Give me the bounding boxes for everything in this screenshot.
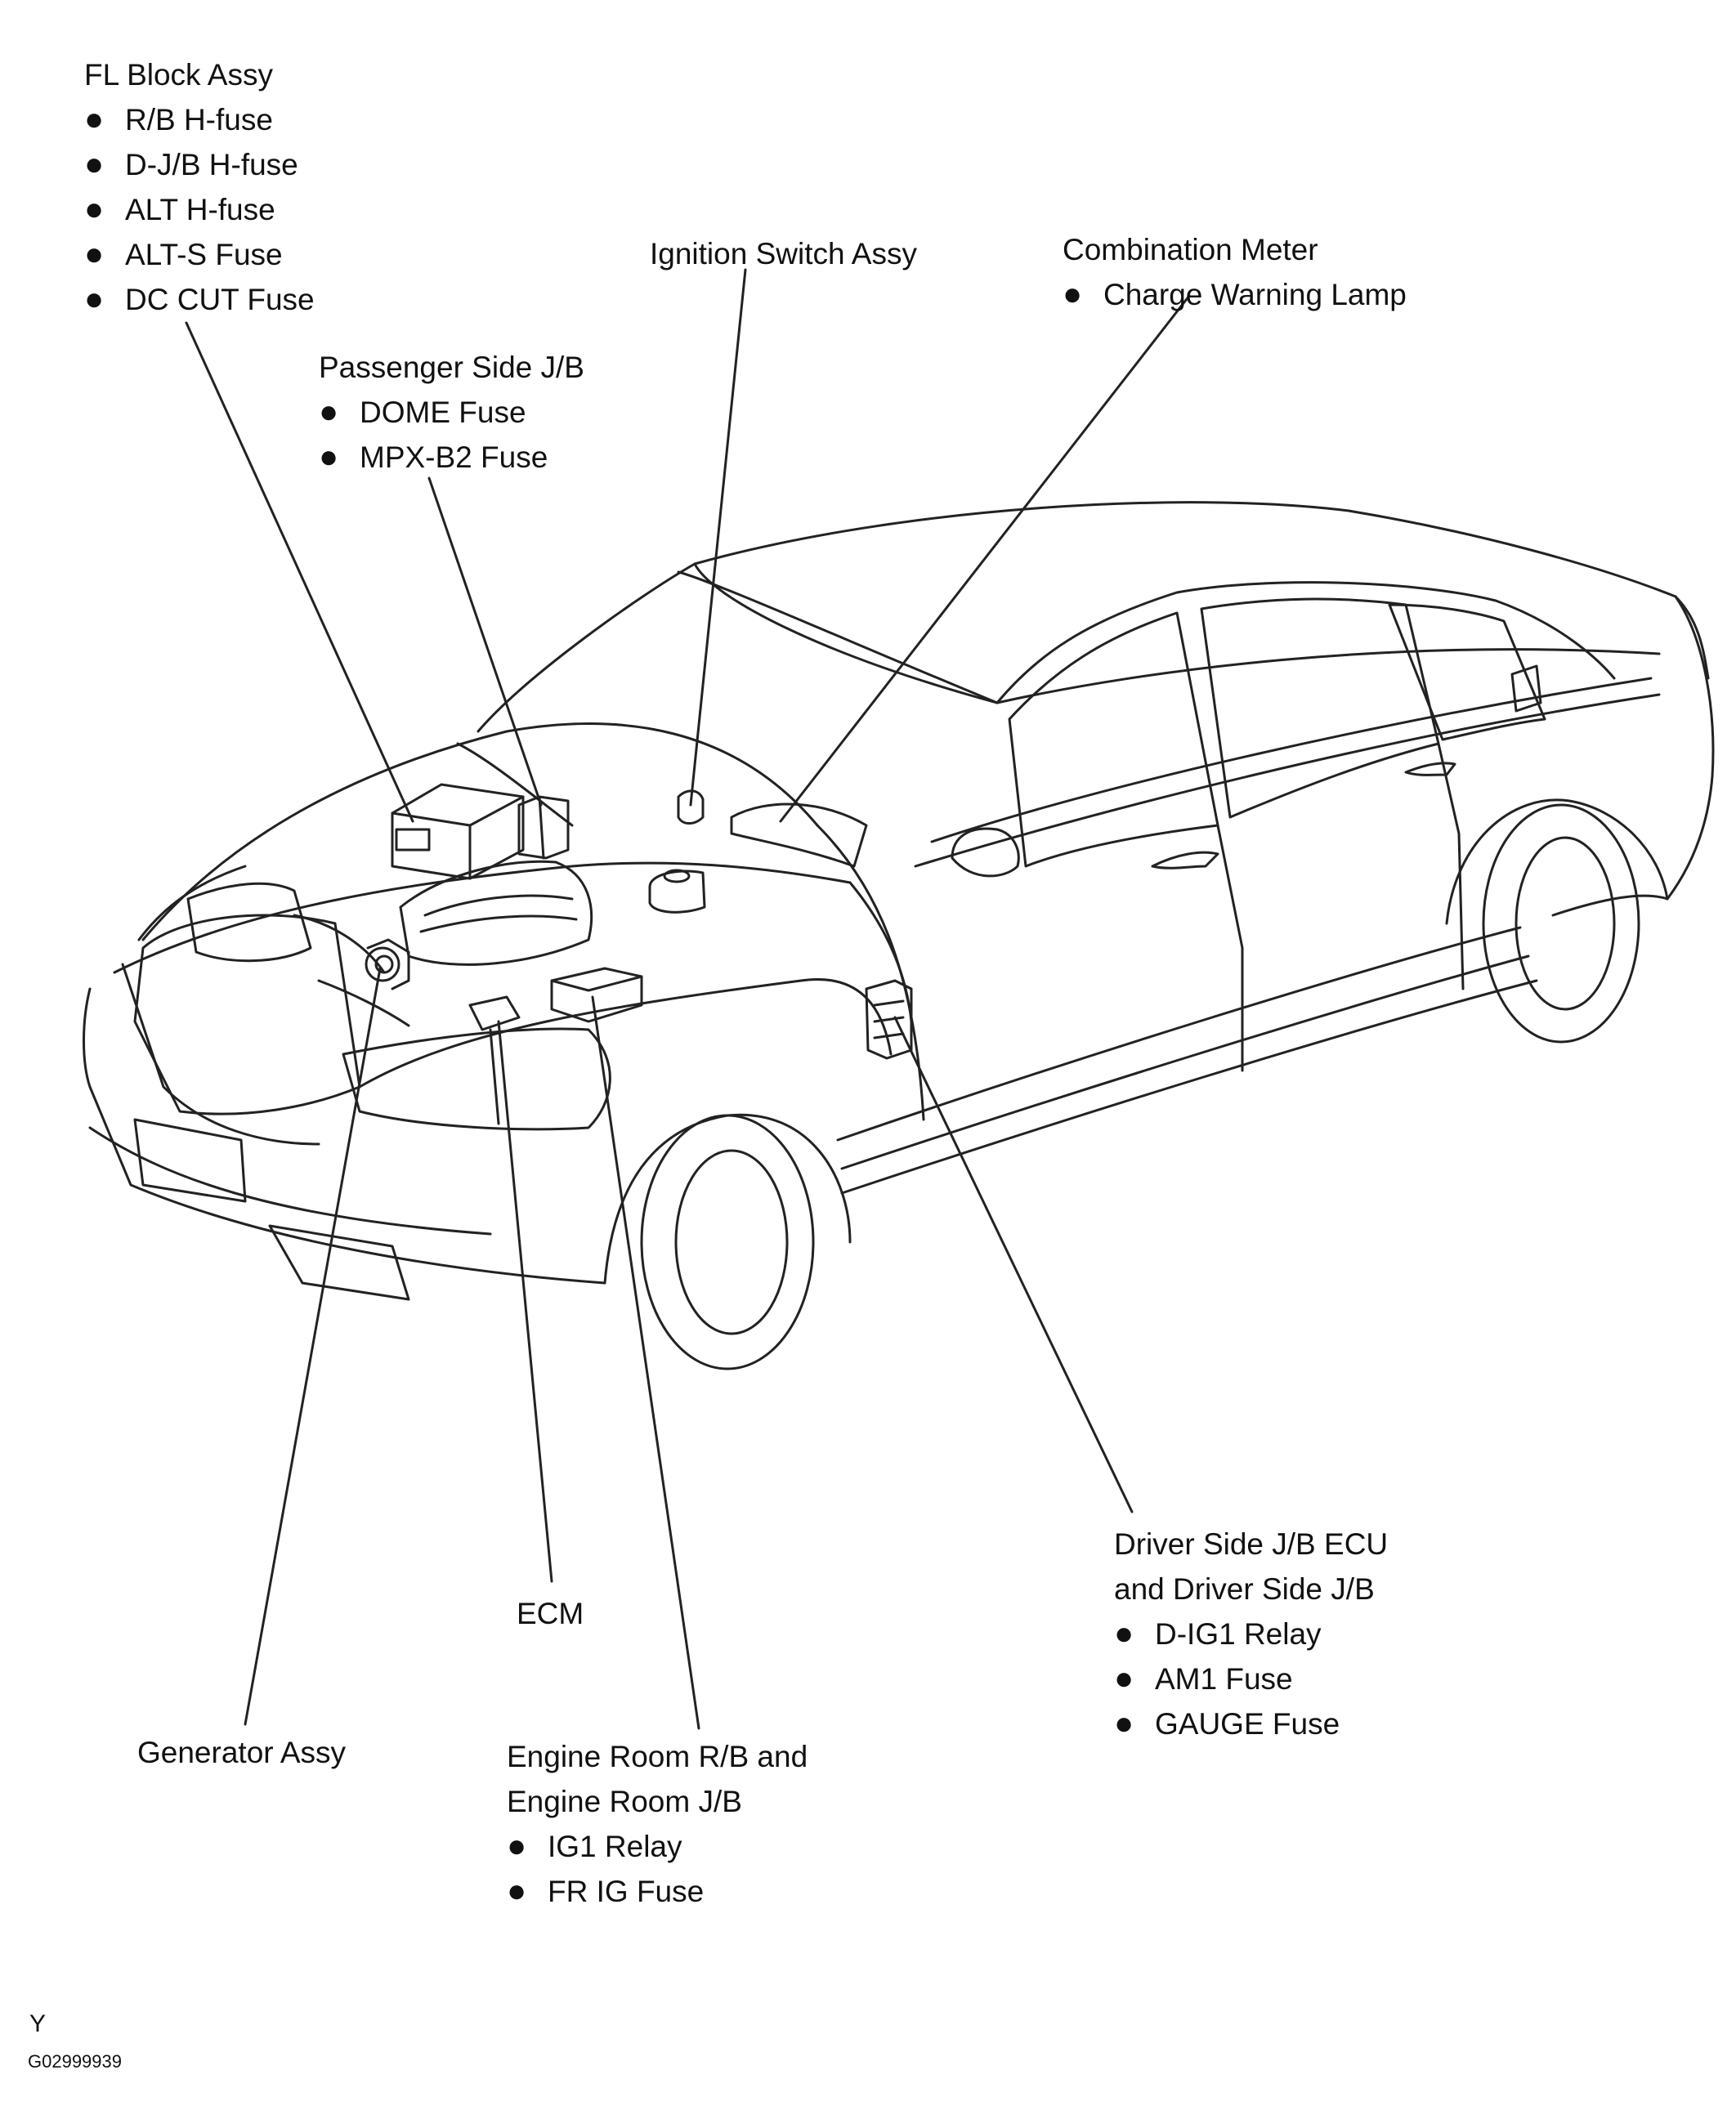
fl-block-item: ALT H-fuse <box>84 187 315 232</box>
combination-meter-label: Combination Meter Charge Warning Lamp <box>1063 227 1407 317</box>
figure-id: G02999939 <box>28 2051 122 2072</box>
fl-block-title: FL Block Assy <box>84 58 273 92</box>
fl-block-item: DC CUT Fuse <box>84 277 315 322</box>
generator-label: Generator Assy <box>137 1730 346 1775</box>
driver-jb-item: AM1 Fuse <box>1114 1656 1388 1701</box>
view-code: Y <box>29 2010 47 2037</box>
ecm-box <box>468 995 521 1031</box>
ecm-title: ECM <box>517 1597 584 1630</box>
leader-ecm <box>497 1020 553 1583</box>
ignition-label: Ignition Switch Assy <box>650 231 917 276</box>
passenger-jb-box <box>517 795 570 860</box>
fl-block-item: R/B H-fuse <box>84 97 315 142</box>
fl-block-item: D-J/B H-fuse <box>84 142 315 187</box>
fl-block-box <box>391 783 525 880</box>
engine-room-rb-box <box>550 967 643 1023</box>
leader-combination-meter <box>779 294 1191 823</box>
generator-title: Generator Assy <box>137 1736 347 1769</box>
engine-room-label: Engine Room R/B and Engine Room J/B IG1 … <box>507 1734 808 1914</box>
fl-block-item: ALT-S Fuse <box>84 232 315 277</box>
engine-room-title-line2: Engine Room J/B <box>507 1785 742 1818</box>
combination-meter-box <box>730 802 868 868</box>
generator-body <box>365 938 410 990</box>
combination-meter-title: Combination Meter <box>1063 233 1318 266</box>
driver-jb-title-line2: and Driver Side J/B <box>1114 1572 1375 1606</box>
passenger-jb-label: Passenger Side J/B DOME Fuse MPX-B2 Fuse <box>319 345 584 480</box>
ignition-title: Ignition Switch Assy <box>650 237 917 270</box>
fl-block-label: FL Block Assy R/B H-fuse D-J/B H-fuse AL… <box>84 52 315 322</box>
combination-meter-item: Charge Warning Lamp <box>1063 272 1407 317</box>
passenger-jb-item: DOME Fuse <box>319 390 584 435</box>
leader-generator <box>244 967 382 1726</box>
ignition-switch <box>677 789 705 825</box>
leader-lines <box>185 268 1191 1730</box>
leader-passenger-jb <box>427 476 543 807</box>
driver-jb-item: GAUGE Fuse <box>1114 1701 1388 1746</box>
leader-engine-room <box>591 995 700 1730</box>
ecm-label: ECM <box>517 1591 584 1636</box>
leader-fl-block <box>185 321 414 823</box>
passenger-jb-title: Passenger Side J/B <box>319 351 584 384</box>
engine-components <box>186 860 706 1027</box>
passenger-jb-item: MPX-B2 Fuse <box>319 435 584 480</box>
driver-jb-item: D-IG1 Relay <box>1114 1612 1388 1656</box>
engine-room-title-line1: Engine Room R/B and <box>507 1740 808 1773</box>
driver-jb-label: Driver Side J/B ECU and Driver Side J/B … <box>1114 1522 1388 1746</box>
engine-room-item: FR IG Fuse <box>507 1869 808 1914</box>
engine-room-item: IG1 Relay <box>507 1824 808 1869</box>
leader-ignition <box>689 268 747 807</box>
leader-driver-jb <box>893 1016 1134 1513</box>
driver-jb-title-line1: Driver Side J/B ECU <box>1114 1527 1389 1561</box>
